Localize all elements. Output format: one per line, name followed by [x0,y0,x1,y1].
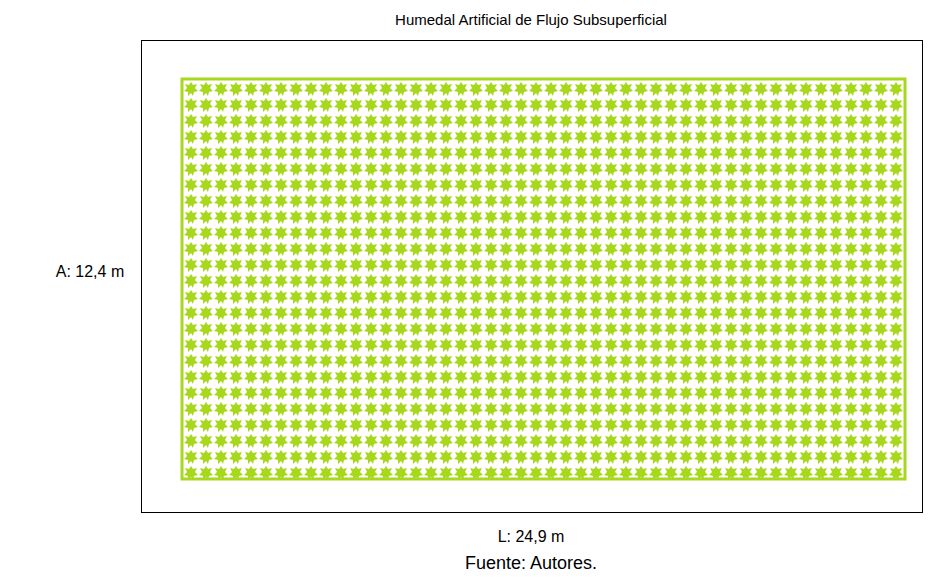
outer-frame [142,41,923,513]
figure-caption: Fuente: Autores. [465,553,597,574]
diagram-title: Humedal Artificial de Flujo Subsuperfici… [395,11,667,28]
width-dimension: A: 12,4 m [56,263,124,281]
length-dimension: L: 24,9 m [498,528,565,546]
planted-bed [182,79,905,479]
